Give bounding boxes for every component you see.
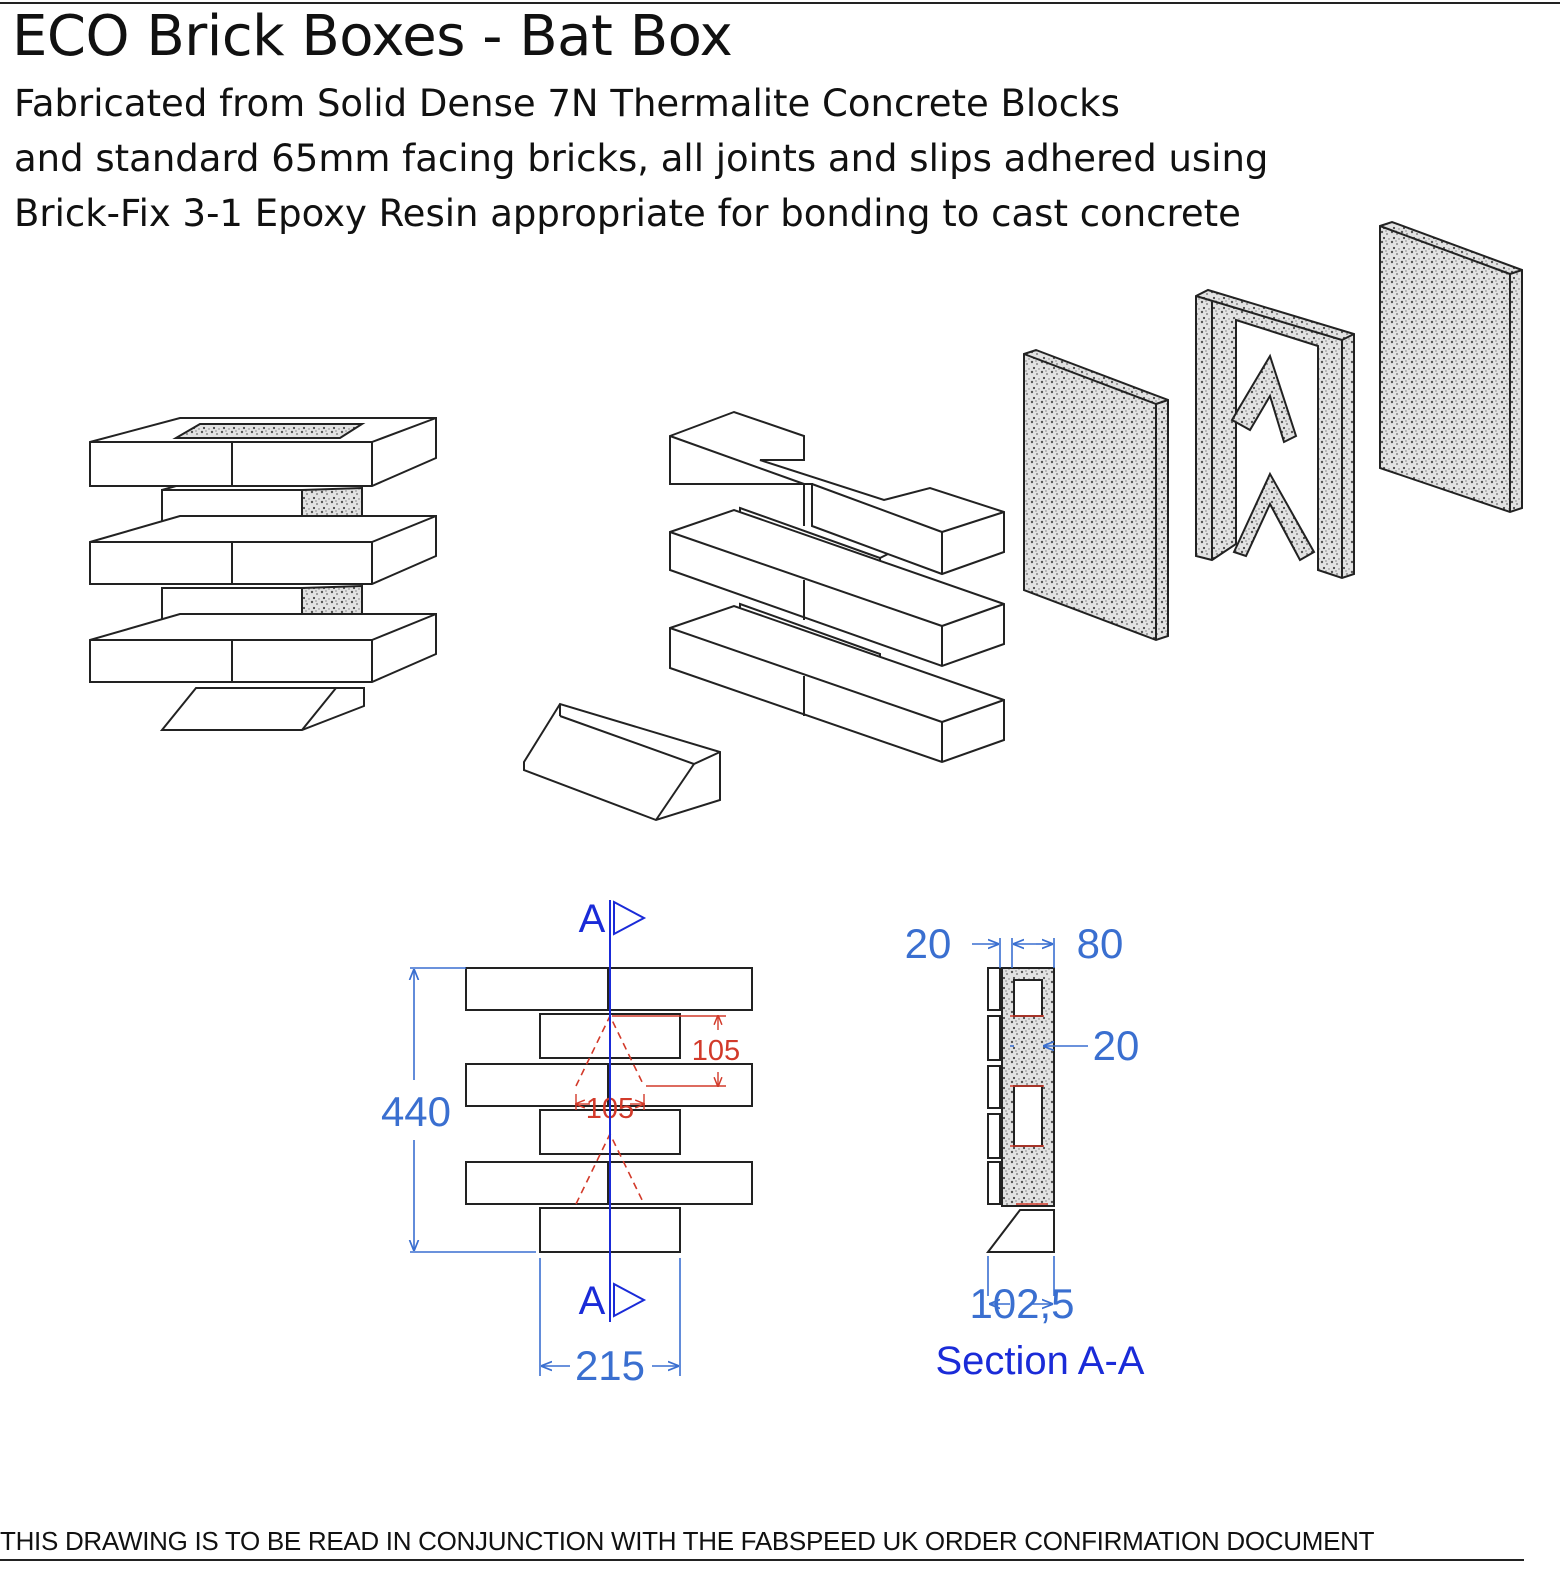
section-a-a-view — [985, 967, 1055, 1253]
section-dim-left: 20 — [905, 920, 952, 967]
exploded-concrete-panels — [1023, 220, 1523, 642]
description-line-2: and standard 65mm facing bricks, all joi… — [14, 137, 1269, 180]
height-dim-label: 440 — [381, 1088, 451, 1135]
exploded-landing-slip — [523, 702, 721, 822]
section-dimensions — [972, 938, 1088, 1304]
section-marker-bottom: A — [579, 1279, 606, 1323]
section-dim-depth: 102,5 — [969, 1280, 1074, 1327]
section-caption: Section A-A — [935, 1339, 1144, 1383]
section-dim-wall: 20 — [1093, 1022, 1140, 1069]
width-dim-label: 215 — [575, 1342, 645, 1389]
section-dim-right: 80 — [1077, 920, 1124, 967]
assembled-isometric-view — [89, 417, 437, 731]
exploded-brick-courses — [669, 410, 1005, 764]
description-line-3: Brick-Fix 3-1 Epoxy Resin appropriate fo… — [14, 192, 1241, 235]
description-line-1: Fabricated from Solid Dense 7N Thermalit… — [14, 82, 1120, 125]
section-marker-top: A — [579, 897, 606, 941]
footer-note: THIS DRAWING IS TO BE READ IN CONJUNCTIO… — [0, 1526, 1375, 1556]
section-line-a-a — [609, 900, 647, 1322]
page-title: ECO Brick Boxes - Bat Box — [12, 4, 733, 69]
entrance-height-dim: 105 — [692, 1035, 740, 1067]
width-dimension — [539, 1258, 681, 1376]
height-dimension — [410, 967, 536, 1253]
